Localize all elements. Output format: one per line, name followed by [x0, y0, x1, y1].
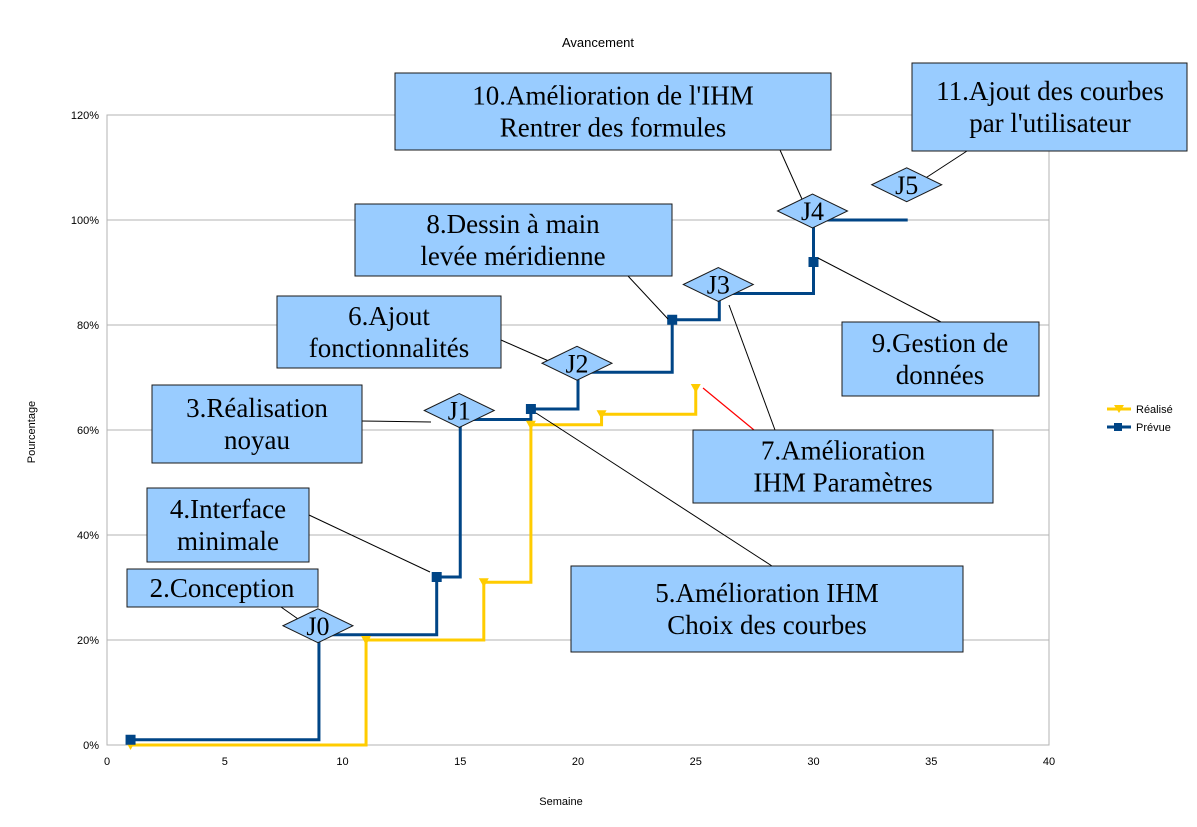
annotation-box: [570, 565, 964, 653]
pointer-line: [308, 514, 431, 573]
annotation-text: 7.Amélioration: [761, 436, 926, 466]
annotation-text: 5.Amélioration IHM: [655, 578, 878, 608]
annotation-text: Choix des courbes: [667, 610, 866, 640]
x-tick-label: 0: [104, 756, 110, 768]
annotation-text: 4.Interface: [170, 494, 286, 524]
pointer-line: [535, 412, 773, 567]
annotation-text: données: [896, 360, 984, 390]
milestones: J0 J1 J2 J3 J4 J5: [281, 167, 943, 644]
x-tick-label: 10: [336, 756, 348, 768]
prevue-marker: [808, 257, 819, 267]
annotation-text: Rentrer des formules: [500, 113, 726, 143]
y-tick-label: 20%: [77, 635, 99, 647]
x-tick-label: 40: [1043, 756, 1055, 768]
milestone-label: J4: [801, 197, 824, 226]
y-tick-label: 60%: [77, 425, 99, 437]
pointer-line: [779, 149, 807, 209]
series-lines: [125, 218, 908, 750]
prevue-marker: [431, 572, 442, 582]
annotation-box: [146, 487, 310, 563]
annotation-text: 8.Dessin à main: [426, 209, 600, 239]
pointer-line: [728, 304, 776, 431]
prevue-marker: [125, 734, 136, 745]
annotation-text: 10.Amélioration de l'IHM: [472, 81, 754, 111]
annotation-text: 2.Conception: [150, 573, 295, 603]
annotation-text: IHM Paramètres: [753, 468, 932, 498]
realise-marker: [478, 578, 489, 588]
y-tick-label: 100%: [71, 215, 99, 227]
realise-marker: [596, 410, 607, 420]
x-tick-label: 35: [925, 756, 937, 768]
annotation-box: [911, 62, 1188, 152]
legend-marker: [1114, 405, 1124, 413]
prevue-marker: [525, 404, 536, 414]
milestone-label: J0: [306, 612, 329, 641]
annotation-box: [354, 203, 673, 277]
axes: 0% 20% 40% 60% 80% 100% 120% 0 5 10 15 20 25 30 35 40: [71, 110, 1055, 768]
y-tick-label: 120%: [71, 110, 99, 122]
legend-label: Réalisé: [1136, 404, 1173, 416]
y-tick-label: 40%: [77, 530, 99, 542]
realise-marker: [525, 420, 536, 430]
annotation-text: fonctionnalités: [309, 333, 469, 363]
pointer-line: [360, 420, 432, 423]
annotation-text: par l'utilisateur: [969, 108, 1131, 138]
milestone-diamond: [682, 266, 755, 303]
milestone-diamond: [423, 392, 496, 429]
annotation-text: 11.Ajout des courbes: [936, 76, 1164, 106]
milestone-label: J3: [707, 271, 730, 300]
y-axis-label: Pourcentage: [26, 401, 38, 463]
annotation-text: levée méridienne: [420, 241, 605, 271]
milestone-label: J1: [448, 397, 471, 426]
milestone-diamond: [776, 193, 849, 229]
annotation-box: [394, 72, 832, 151]
x-tick-label: 25: [690, 756, 702, 768]
milestone-diamond: [870, 167, 943, 203]
pointer-line: [817, 257, 942, 323]
annotation-text: 6.Ajout: [348, 301, 430, 331]
realise-marker: [361, 636, 372, 645]
legend-marker: [1114, 423, 1122, 431]
series-line-0: [130, 388, 698, 747]
legend-label: Prévue: [1136, 422, 1171, 434]
annotation-box: [841, 321, 1040, 397]
milestone-label: J2: [565, 349, 588, 378]
chart-title: Avancement: [562, 35, 634, 50]
annotation-box: [126, 568, 319, 608]
annotation-text: 9.Gestion de: [872, 328, 1008, 358]
chart-labels: Avancement Semaine Pourcentage: [26, 35, 634, 808]
realise-marker: [690, 384, 701, 393]
milestone-label: J5: [895, 171, 918, 200]
annotation-box: [151, 384, 363, 464]
y-tick-label: 0%: [83, 740, 99, 752]
prevue-marker: [667, 314, 678, 325]
pointer-line: [920, 150, 968, 182]
annotation-text: noyau: [224, 425, 290, 455]
annotation-text: 3.Réalisation: [186, 393, 328, 423]
annotation-box: [692, 429, 994, 504]
milestone-diamond: [281, 608, 355, 644]
x-tick-label: 5: [222, 756, 228, 768]
milestone-diamond: [540, 345, 614, 381]
pointer-line: [627, 275, 669, 320]
series-line-1: [130, 218, 908, 742]
annotation-box: [276, 295, 502, 369]
x-tick-label: 15: [454, 756, 466, 768]
y-tick-label: 80%: [77, 320, 99, 332]
x-tick-label: 30: [807, 756, 819, 768]
x-axis-label: Semaine: [539, 796, 582, 808]
x-tick-label: 20: [572, 756, 584, 768]
pointer-line-red: [702, 387, 755, 431]
annotation-text: minimale: [177, 526, 279, 556]
